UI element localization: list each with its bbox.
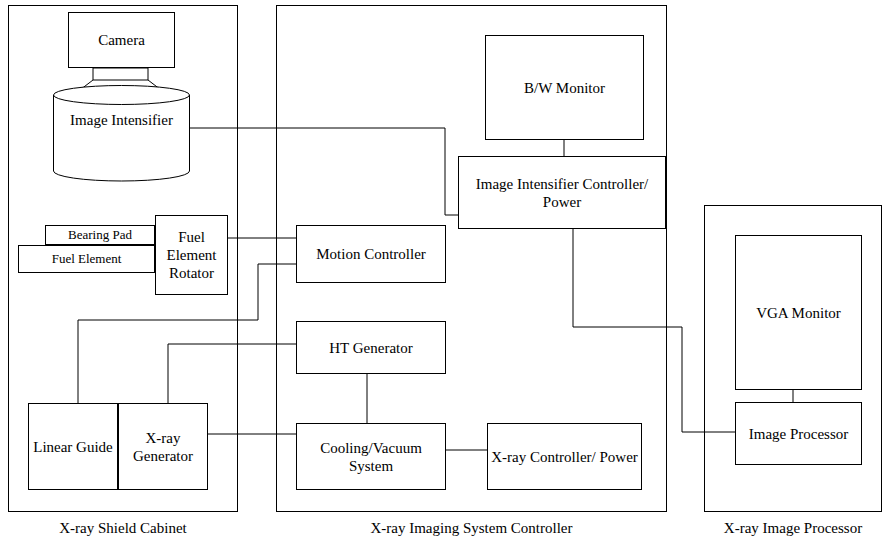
generator-box: HT Generator [296,321,446,374]
connector-line [228,238,296,239]
connector-line [190,128,458,215]
image-intensifier: Image Intensifier [53,85,190,182]
controller-box: Motion Controller [296,225,446,283]
cabinet: X-ray Shield CabinetCameraImage Intensif… [8,5,238,512]
xray-generator: X-ray Generator [118,403,208,490]
cooling-box: Cooling/Vacuum System [296,423,446,490]
rotator-box: Fuel Element Rotator [155,215,228,295]
box-label: Motion Controller [316,245,426,263]
box-label: Image Intensifier Controller/ Power [462,175,662,211]
connector-line [208,434,296,435]
cabinet-label: X-ray Imaging System Controller [370,519,572,537]
box-label: Linear Guide [33,438,113,456]
bearing-pad: Bearing Pad [45,225,155,245]
fuel-element: Fuel Element [18,245,155,273]
box-label: Image Processor [749,425,849,443]
box-label: Camera [98,31,145,49]
box-label: Cooling/Vacuum System [300,439,442,475]
camera-mount-line [93,80,148,81]
box-label: VGA Monitor [756,304,841,322]
controller-box: X-ray Controller/ Power [487,423,642,490]
monitor-box: B/W Monitor [485,35,644,140]
cabinet-label: X-ray Image Processor [724,519,862,537]
connector-line [367,374,368,423]
cylinder-outline [53,85,190,182]
box-label: HT Generator [329,339,412,357]
cabinet: X-ray Image ProcessorVGA MonitorImage Pr… [704,205,882,512]
monitor-box: VGA Monitor [735,235,862,390]
camera-box: Camera [68,12,175,68]
cabinet-label: X-ray Shield Cabinet [59,519,186,537]
cabinet: X-ray Imaging System ControllerB/W Monit… [276,5,667,512]
connector-line [446,450,487,451]
box-label: Fuel Element [52,251,122,267]
connector-line [793,390,794,402]
connector-line [573,229,735,432]
controller-box: Image Intensifier Controller/ Power [458,156,666,229]
linear-guide: Linear Guide [28,403,118,490]
box-label: B/W Monitor [524,79,605,97]
box-label: Image Intensifier [70,111,173,129]
processor-box: Image Processor [735,402,862,465]
box-label: Fuel Element Rotator [159,228,224,282]
box-label: X-ray Generator [122,429,204,465]
connector-line [564,140,565,156]
box-label: Bearing Pad [68,227,132,243]
box-label: X-ray Controller/ Power [491,448,638,466]
